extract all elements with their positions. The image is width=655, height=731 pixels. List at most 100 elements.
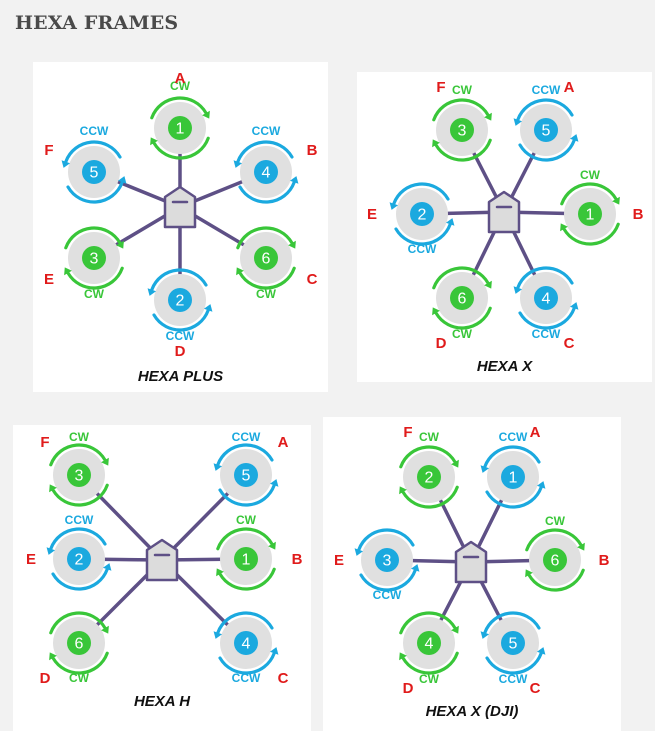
rotation-arrowhead bbox=[513, 118, 523, 126]
motor-letter: C bbox=[278, 670, 289, 687]
motor-number: 3 bbox=[75, 468, 84, 485]
rotation-arrowhead bbox=[389, 202, 399, 210]
rotation-arrowhead bbox=[525, 569, 533, 578]
motor-letter: A bbox=[564, 79, 575, 96]
rotation-label: CW bbox=[256, 287, 277, 301]
rotation-arrowhead bbox=[451, 459, 459, 468]
motor-number-badge bbox=[168, 288, 192, 312]
rotation-label: CCW bbox=[80, 124, 109, 138]
rotation-arc bbox=[236, 226, 294, 250]
rotation-arrowhead bbox=[612, 196, 620, 205]
rotation-arc bbox=[516, 98, 574, 122]
motor-6: 6 CW B bbox=[525, 514, 610, 592]
rotation-arrowhead bbox=[49, 652, 57, 661]
rotation-arc bbox=[216, 443, 274, 467]
motor-letter: B bbox=[307, 142, 318, 159]
rotation-label: CW bbox=[84, 287, 105, 301]
motor-number: 6 bbox=[75, 636, 84, 653]
rotation-arc bbox=[357, 528, 415, 552]
rotation-arc bbox=[236, 140, 294, 164]
flight-controller-body bbox=[487, 190, 521, 234]
rotation-arc bbox=[238, 180, 296, 204]
motor-number: 2 bbox=[176, 293, 185, 310]
rotation-arrowhead bbox=[451, 625, 459, 634]
rotation-label: CCW bbox=[408, 242, 437, 256]
motor-number-badge bbox=[82, 246, 106, 270]
motor-number-badge bbox=[67, 631, 91, 655]
motor-number: 3 bbox=[383, 553, 392, 570]
motor-number-badge bbox=[543, 548, 567, 572]
motor-number-badge bbox=[67, 463, 91, 487]
rotation-arrowhead bbox=[399, 486, 407, 495]
motor-number-badge bbox=[501, 631, 525, 655]
rotation-arc bbox=[392, 182, 450, 206]
rotation-arc bbox=[399, 445, 457, 469]
rotation-arc bbox=[66, 266, 124, 290]
rotation-arrowhead bbox=[432, 307, 440, 316]
rotation-arrowhead bbox=[577, 542, 585, 551]
rotation-arc bbox=[49, 611, 107, 635]
rotation-arrowhead bbox=[49, 484, 57, 493]
rotation-label: CCW bbox=[65, 513, 94, 527]
rotation-label: CW bbox=[545, 514, 566, 528]
rotation-arrowhead bbox=[116, 240, 124, 249]
rotation-arrowhead bbox=[288, 240, 296, 249]
motor-letter: E bbox=[367, 206, 377, 223]
rotation-arrowhead bbox=[560, 223, 568, 232]
rotation-arrowhead bbox=[536, 481, 546, 489]
motor-number-badge bbox=[67, 547, 91, 571]
rotation-label: CCW bbox=[373, 588, 402, 602]
rotation-arc bbox=[485, 485, 543, 509]
rotation-arrowhead bbox=[101, 457, 109, 466]
rotation-arrowhead bbox=[46, 547, 56, 555]
motor-number-badge bbox=[168, 116, 192, 140]
rotation-arrowhead bbox=[269, 479, 279, 487]
rotation-arrowhead bbox=[399, 652, 407, 661]
motor-number: 2 bbox=[425, 470, 434, 487]
motor-number-badge bbox=[578, 202, 602, 226]
rotation-arc bbox=[399, 611, 457, 635]
motor-letter: B bbox=[599, 552, 610, 569]
motor-number-badge bbox=[501, 465, 525, 489]
rotation-arrowhead bbox=[269, 647, 279, 655]
rotation-arc bbox=[401, 651, 459, 675]
motor-number: 2 bbox=[75, 552, 84, 569]
motor-number: 4 bbox=[242, 636, 251, 653]
motor-letter: F bbox=[436, 79, 445, 96]
rotation-label: CCW bbox=[532, 327, 561, 341]
motor-number-badge bbox=[234, 547, 258, 571]
motor-letter: A bbox=[530, 424, 541, 441]
motor-number: 6 bbox=[551, 553, 560, 570]
motor-number: 2 bbox=[418, 207, 427, 224]
motor-letter: A bbox=[278, 434, 289, 451]
rotation-arrowhead bbox=[289, 176, 299, 184]
motor-number: 1 bbox=[586, 207, 595, 224]
motor-letter: B bbox=[633, 206, 644, 223]
motor-number-badge bbox=[254, 160, 278, 184]
motor-letter: A bbox=[175, 70, 186, 87]
motor-number-badge bbox=[417, 465, 441, 489]
rotation-label: CW bbox=[452, 327, 473, 341]
motor-number-badge bbox=[450, 118, 474, 142]
rotation-label: CCW bbox=[232, 671, 261, 685]
rotation-arrowhead bbox=[203, 304, 213, 312]
motor-letter: D bbox=[40, 670, 51, 687]
rotation-arrowhead bbox=[268, 541, 276, 550]
motor-number-badge bbox=[375, 548, 399, 572]
